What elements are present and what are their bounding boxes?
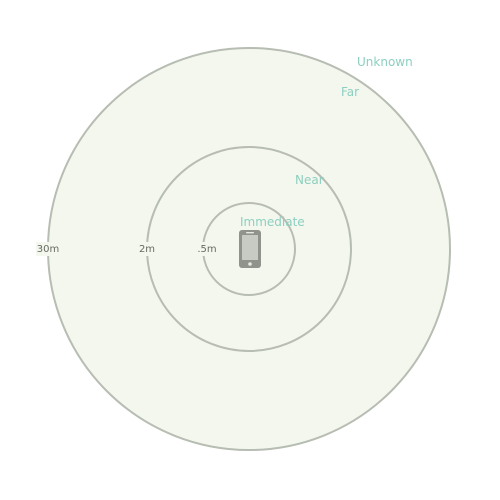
near-range-label: 2m	[139, 244, 155, 255]
zone-label-far: Far	[341, 85, 359, 99]
immediate-range-label-bg	[196, 242, 218, 256]
smartphone-icon	[239, 230, 261, 268]
zone-label-immediate: Immediate	[240, 215, 305, 229]
zone-label-near: Near	[295, 173, 324, 187]
near-range-label-bg	[138, 242, 158, 256]
far-range-label: 30m	[37, 244, 59, 255]
immediate-range-label: .5m	[197, 244, 216, 255]
zone-label-unknown: Unknown	[357, 55, 413, 69]
far-range-label-bg	[36, 242, 62, 256]
